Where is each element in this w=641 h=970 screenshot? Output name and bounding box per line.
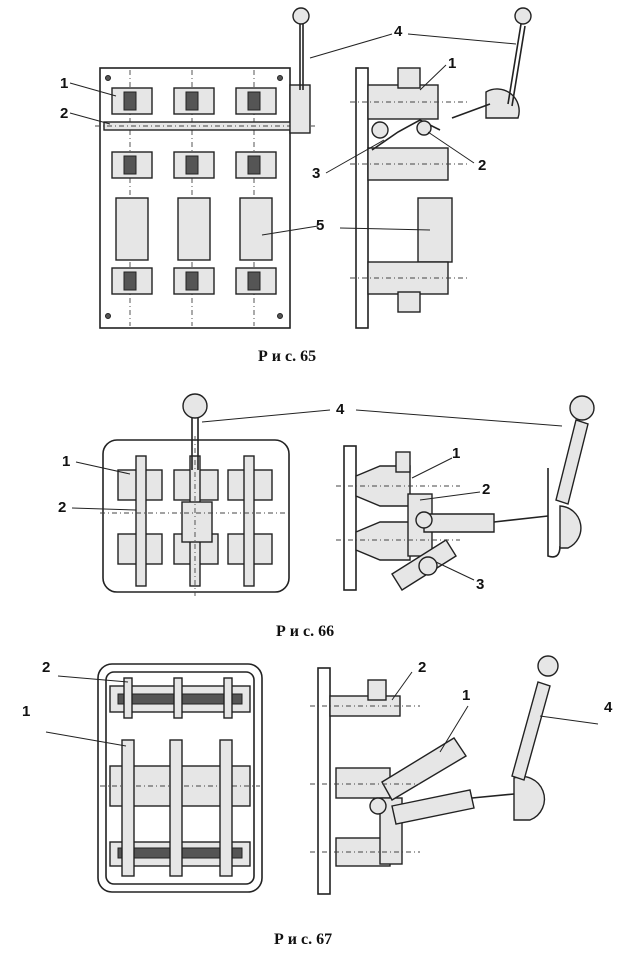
fig66-side-handle-knob xyxy=(569,395,595,421)
fig65-handle-bracket xyxy=(289,84,311,134)
fig66-handle-knob xyxy=(182,393,208,419)
fig67-base-plate xyxy=(97,663,263,893)
svg-text:2: 2 xyxy=(42,659,50,676)
fig67-side-blade xyxy=(381,737,467,801)
fig65-pole-3 xyxy=(235,70,277,326)
svg-text:1: 1 xyxy=(462,687,470,704)
svg-text:2: 2 xyxy=(60,105,68,122)
fig67-blade-2 xyxy=(169,739,183,877)
fig67-blade-3 xyxy=(219,739,233,877)
fig66-blade-1 xyxy=(135,455,147,587)
fig65-pole-2 xyxy=(173,70,215,326)
svg-text:2: 2 xyxy=(482,481,490,498)
svg-text:1: 1 xyxy=(452,445,460,462)
fig67-side-handle-hub xyxy=(513,775,546,821)
svg-text:4: 4 xyxy=(336,401,345,418)
fig65-pole-1 xyxy=(111,70,153,326)
fig65-side-handle-knob xyxy=(514,7,532,25)
svg-text:4: 4 xyxy=(604,699,613,716)
fig66-side-rod xyxy=(423,513,495,533)
fig66-side-handle-hub xyxy=(559,505,582,549)
fig66-side-handle-shaft xyxy=(555,419,589,505)
fig65-drawing xyxy=(95,7,532,329)
fig67-side-mid-contact xyxy=(335,767,391,799)
svg-text:3: 3 xyxy=(476,576,484,593)
fig65-leaders xyxy=(69,33,517,236)
fig67-side-handle-knob xyxy=(537,655,559,677)
fig67-side-top-contact xyxy=(329,695,401,717)
svg-text:2: 2 xyxy=(478,157,486,174)
fig65-handle-knob xyxy=(292,7,310,25)
fig65-side-plate xyxy=(355,67,369,329)
svg-text:2: 2 xyxy=(58,499,66,516)
fig67-leaders xyxy=(45,671,599,753)
fig65-base-plate xyxy=(99,67,291,329)
fig67-side-handle-shaft xyxy=(511,681,551,781)
fig66-drawing xyxy=(100,393,595,596)
fig66-caption: Р и с. 66 xyxy=(276,623,334,640)
svg-text:1: 1 xyxy=(22,703,30,720)
svg-text:5: 5 xyxy=(316,217,324,234)
fig66-leaders xyxy=(71,409,563,581)
fig65-labels: 4 1 2 5 1 2 3 xyxy=(60,23,486,234)
fig66-labels: 4 1 2 1 2 3 xyxy=(58,401,490,593)
fig66-base-plate xyxy=(102,439,290,593)
svg-text:2: 2 xyxy=(418,659,426,676)
svg-text:1: 1 xyxy=(62,453,70,470)
svg-text:4: 4 xyxy=(394,23,403,40)
fig67-blade-1 xyxy=(121,739,135,877)
fig67-side-plate xyxy=(317,667,331,895)
svg-text:1: 1 xyxy=(448,55,456,72)
svg-text:3: 3 xyxy=(312,165,320,182)
fig65-caption: Р и с. 65 xyxy=(258,348,316,365)
fig67-drawing xyxy=(97,655,559,895)
fig67-caption: Р и с. 67 xyxy=(274,931,332,948)
fig66-blade-3 xyxy=(243,455,255,587)
fig66-side-plate xyxy=(343,445,357,591)
fig67-labels: 2 1 2 1 4 xyxy=(22,659,613,720)
svg-text:1: 1 xyxy=(60,75,68,92)
